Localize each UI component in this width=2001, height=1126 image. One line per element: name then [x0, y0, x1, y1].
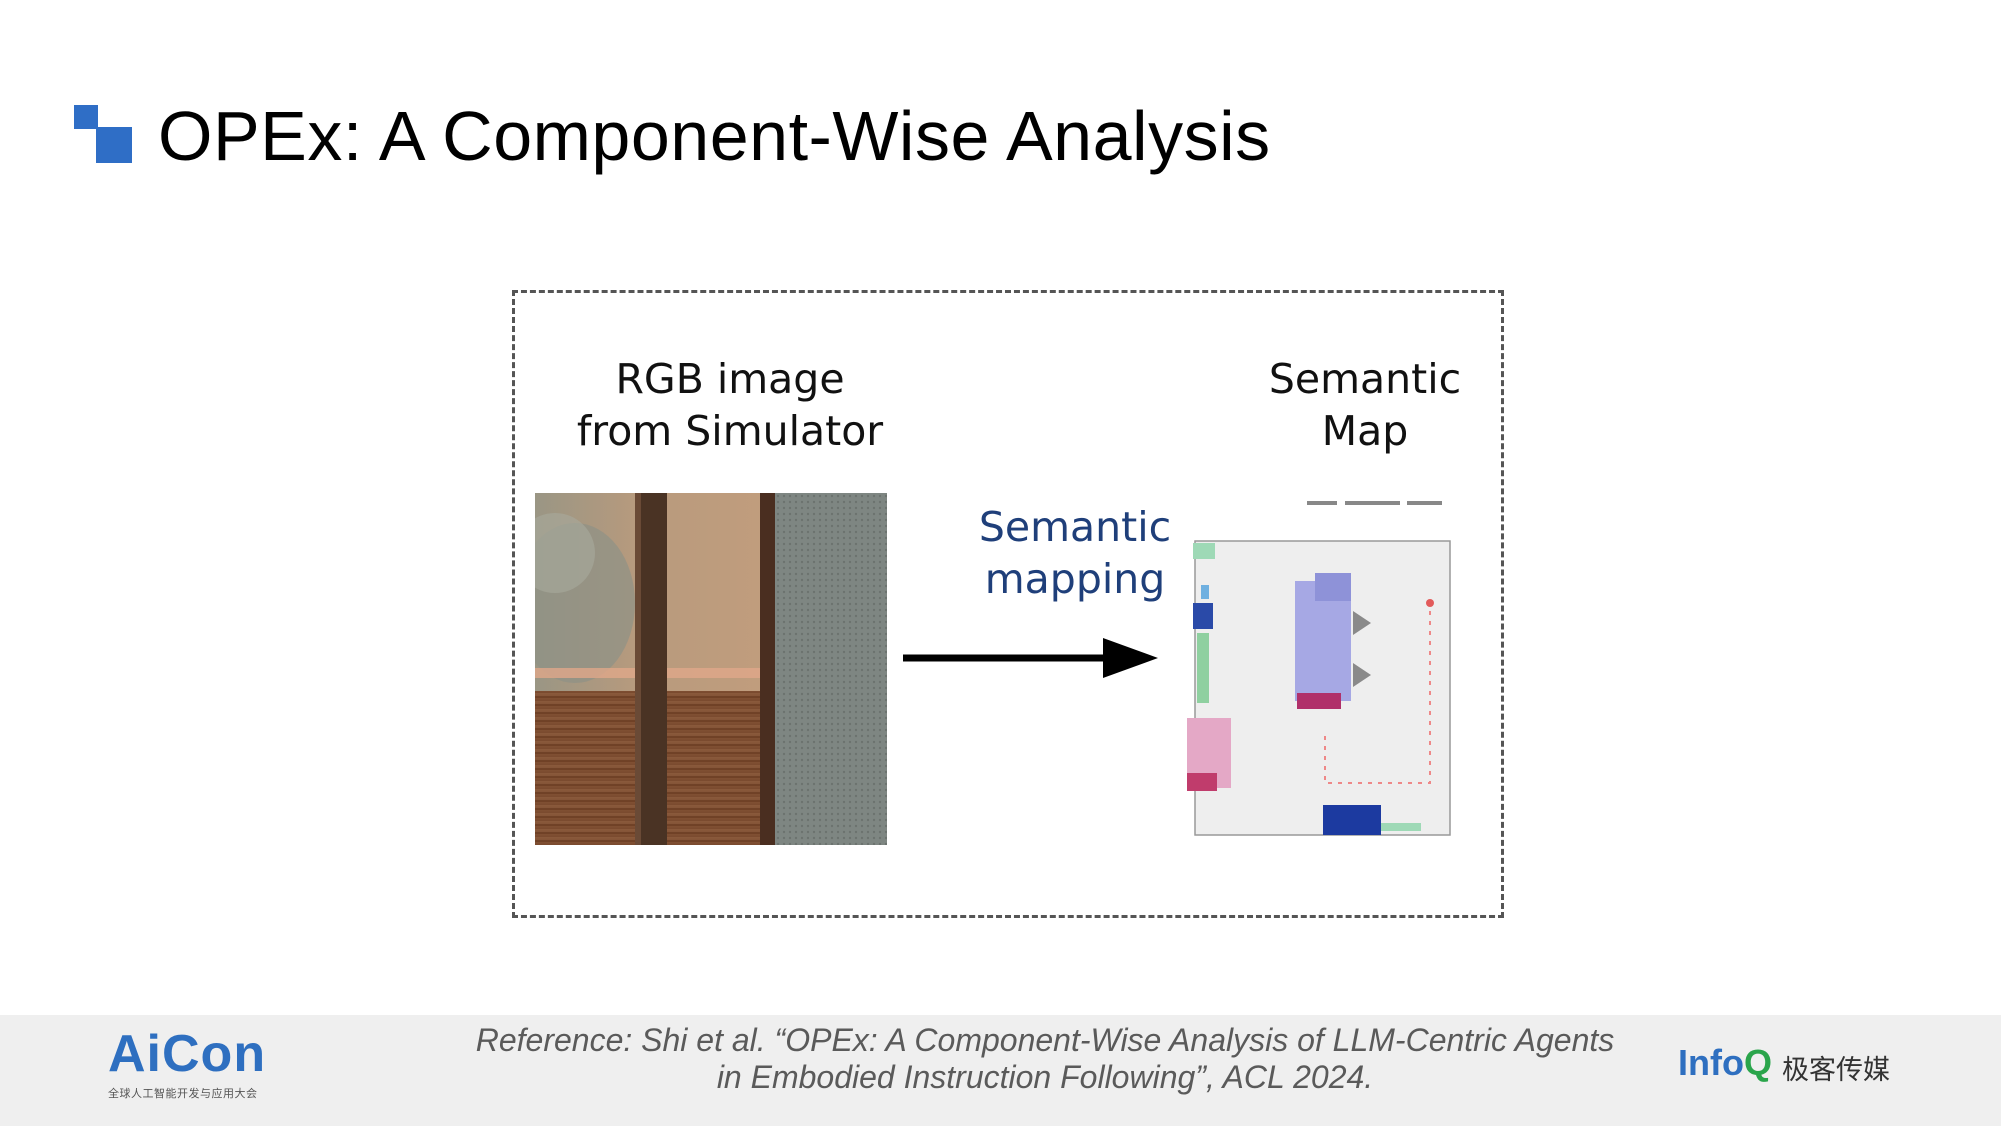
rgb-simulator-image: [535, 493, 887, 845]
rgb-image-label: RGB image from Simulator: [576, 355, 884, 455]
semantic-mapping-label: Semantic mapping: [978, 503, 1172, 603]
aicon-tagline: 全球人工智能开发与应用大会: [108, 1087, 258, 1100]
title-square-logo-icon: [74, 105, 134, 165]
aicon-logo: AiCon: [108, 1025, 267, 1083]
reference-citation: Reference: Shi et al. “OPEx: A Component…: [475, 1022, 1615, 1095]
footer-bar: [0, 1015, 2001, 1126]
infoq-logo: InfoQ: [1678, 1042, 1772, 1083]
infoq-chinese-logo: 极客传媒: [1782, 1055, 1890, 1086]
semantic-map-image: [1187, 501, 1451, 836]
figure-panel: RGB image from Simulator Semantic Map Se…: [512, 290, 1504, 918]
semantic-map-label: Semantic Map: [1268, 355, 1462, 455]
slide-title: OPEx: A Component-Wise Analysis: [158, 97, 1271, 175]
arrow-right-icon: [903, 638, 1158, 678]
